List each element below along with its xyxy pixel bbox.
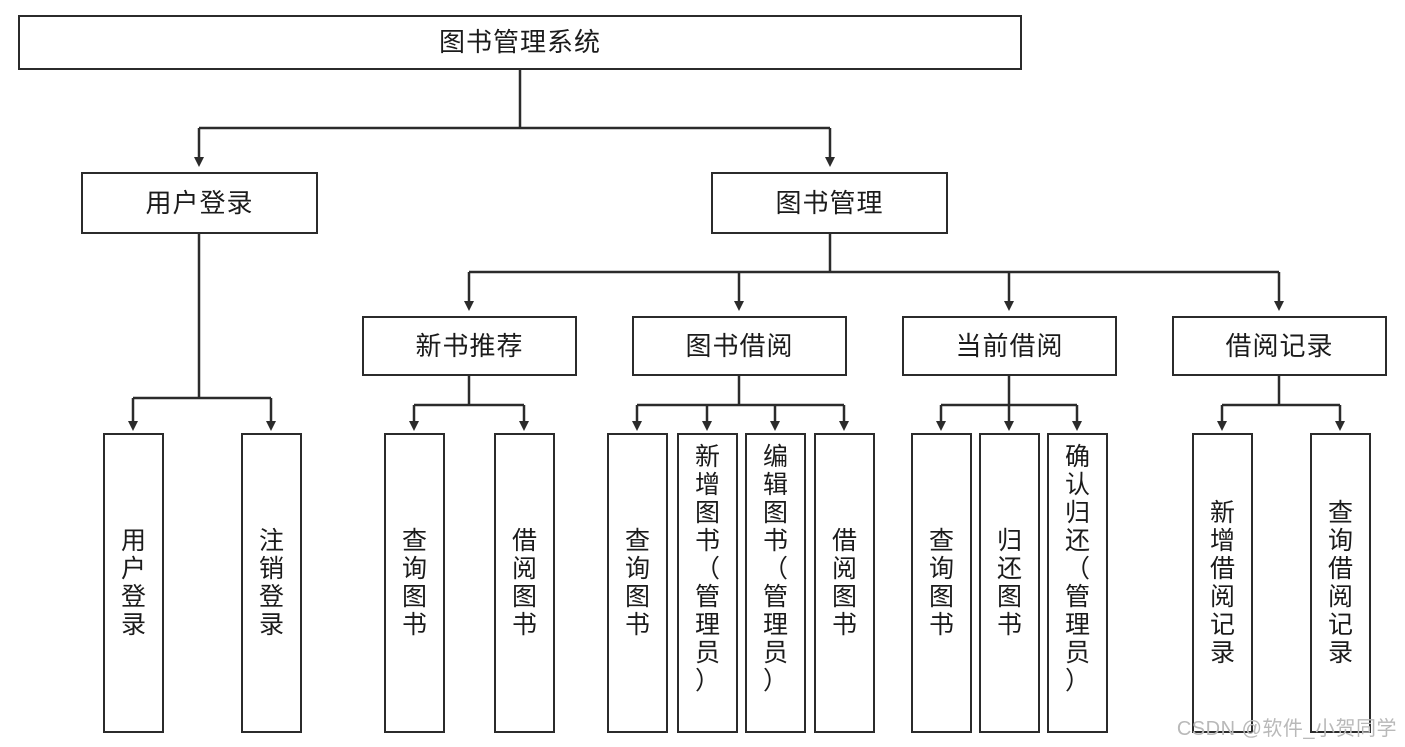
node-label: 新 增 图 书 （ 管 理 员 ） — [694, 443, 720, 695]
node-label: 借 阅 图 书 — [831, 527, 857, 639]
node-new-book-recommend[interactable]: 新书推荐 — [362, 316, 577, 376]
node-leaf-return-book[interactable]: 归 还 图 书 — [979, 433, 1040, 733]
node-label: 查 询 图 书 — [928, 527, 954, 639]
node-label: 新 增 借 阅 记 录 — [1209, 499, 1235, 667]
node-label: 归 还 图 书 — [996, 527, 1022, 639]
node-label: 注 销 登 录 — [258, 527, 284, 639]
node-label: 新书推荐 — [415, 330, 524, 361]
node-leaf-borrow-book-2[interactable]: 借 阅 图 书 — [814, 433, 875, 733]
node-leaf-user-login[interactable]: 用 户 登 录 — [103, 433, 164, 733]
node-label: 用 户 登 录 — [120, 527, 146, 639]
node-leaf-query-book-3[interactable]: 查 询 图 书 — [911, 433, 972, 733]
node-leaf-user-logout[interactable]: 注 销 登 录 — [241, 433, 302, 733]
node-book-management[interactable]: 图书管理 — [711, 172, 948, 234]
node-book-borrow[interactable]: 图书借阅 — [632, 316, 847, 376]
node-label: 查 询 图 书 — [401, 527, 427, 639]
node-current-borrow[interactable]: 当前借阅 — [902, 316, 1117, 376]
node-leaf-query-record[interactable]: 查 询 借 阅 记 录 — [1310, 433, 1371, 733]
node-label: 编 辑 图 书 （ 管 理 员 ） — [762, 443, 788, 695]
node-label: 图书借阅 — [685, 330, 794, 361]
node-label: 图书管理 — [775, 187, 884, 218]
node-leaf-add-record[interactable]: 新 增 借 阅 记 录 — [1192, 433, 1253, 733]
node-label: 查 询 图 书 — [624, 527, 650, 639]
node-leaf-edit-book[interactable]: 编 辑 图 书 （ 管 理 员 ） — [745, 433, 806, 733]
node-label: 当前借阅 — [955, 330, 1064, 361]
node-root-book-management-system[interactable]: 图书管理系统 — [18, 15, 1022, 70]
node-leaf-query-book-2[interactable]: 查 询 图 书 — [607, 433, 668, 733]
node-leaf-confirm-return[interactable]: 确 认 归 还 （ 管 理 员 ） — [1047, 433, 1108, 733]
node-label: 确 认 归 还 （ 管 理 员 ） — [1064, 443, 1090, 695]
node-label: 用户登录 — [145, 187, 254, 218]
node-user-login[interactable]: 用户登录 — [81, 172, 318, 234]
node-label: 借 阅 图 书 — [511, 527, 537, 639]
node-label: 借阅记录 — [1225, 330, 1334, 361]
node-leaf-borrow-book-1[interactable]: 借 阅 图 书 — [494, 433, 555, 733]
node-leaf-add-book[interactable]: 新 增 图 书 （ 管 理 员 ） — [677, 433, 738, 733]
node-leaf-query-book-1[interactable]: 查 询 图 书 — [384, 433, 445, 733]
node-borrow-record[interactable]: 借阅记录 — [1172, 316, 1387, 376]
node-label: 查 询 借 阅 记 录 — [1327, 499, 1353, 667]
csdn-watermark: CSDN @软件_小贺同学 — [1176, 718, 1397, 740]
node-label: 图书管理系统 — [438, 27, 601, 58]
